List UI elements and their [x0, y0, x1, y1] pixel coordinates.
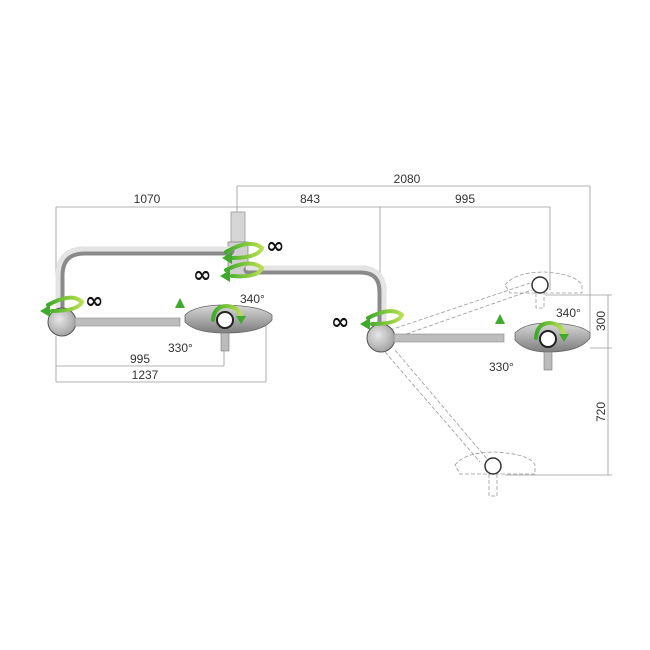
ghost-head-down — [384, 349, 536, 497]
left-lamp-head — [184, 304, 273, 352]
dim-total-span: 2080 — [394, 172, 421, 186]
left-extension-arm — [47, 246, 235, 337]
dim-left-total-reach: 1237 — [132, 368, 159, 382]
arrow-head-icon — [222, 252, 232, 264]
rotation-right-tilt: 330° — [489, 360, 514, 374]
dim-right-offset: 843 — [300, 192, 320, 206]
ghost-head-up — [389, 271, 583, 339]
right-extension-arm — [243, 265, 505, 353]
rotation-left-yoke: 340° — [240, 292, 265, 306]
dim-downward-travel: 720 — [594, 402, 608, 422]
rotation-column-upper: ∞ — [266, 234, 284, 259]
dim-right-spring-arm: 995 — [455, 192, 475, 206]
rotation-arrows — [40, 241, 569, 358]
dim-upward-travel: 300 — [594, 311, 608, 331]
right-lamp-head — [514, 322, 591, 371]
dim-left-arm: 1070 — [134, 192, 161, 206]
rotation-column-lower: ∞ — [193, 263, 211, 288]
dimension-lines — [55, 185, 612, 476]
dim-left-spring-arm: 995 — [130, 352, 150, 366]
rotation-right-yoke: 340° — [556, 306, 581, 320]
rotation-right-joint: ∞ — [331, 310, 349, 335]
rotation-left-joint: ∞ — [85, 289, 103, 314]
rotation-left-tilt: 330° — [168, 341, 193, 355]
